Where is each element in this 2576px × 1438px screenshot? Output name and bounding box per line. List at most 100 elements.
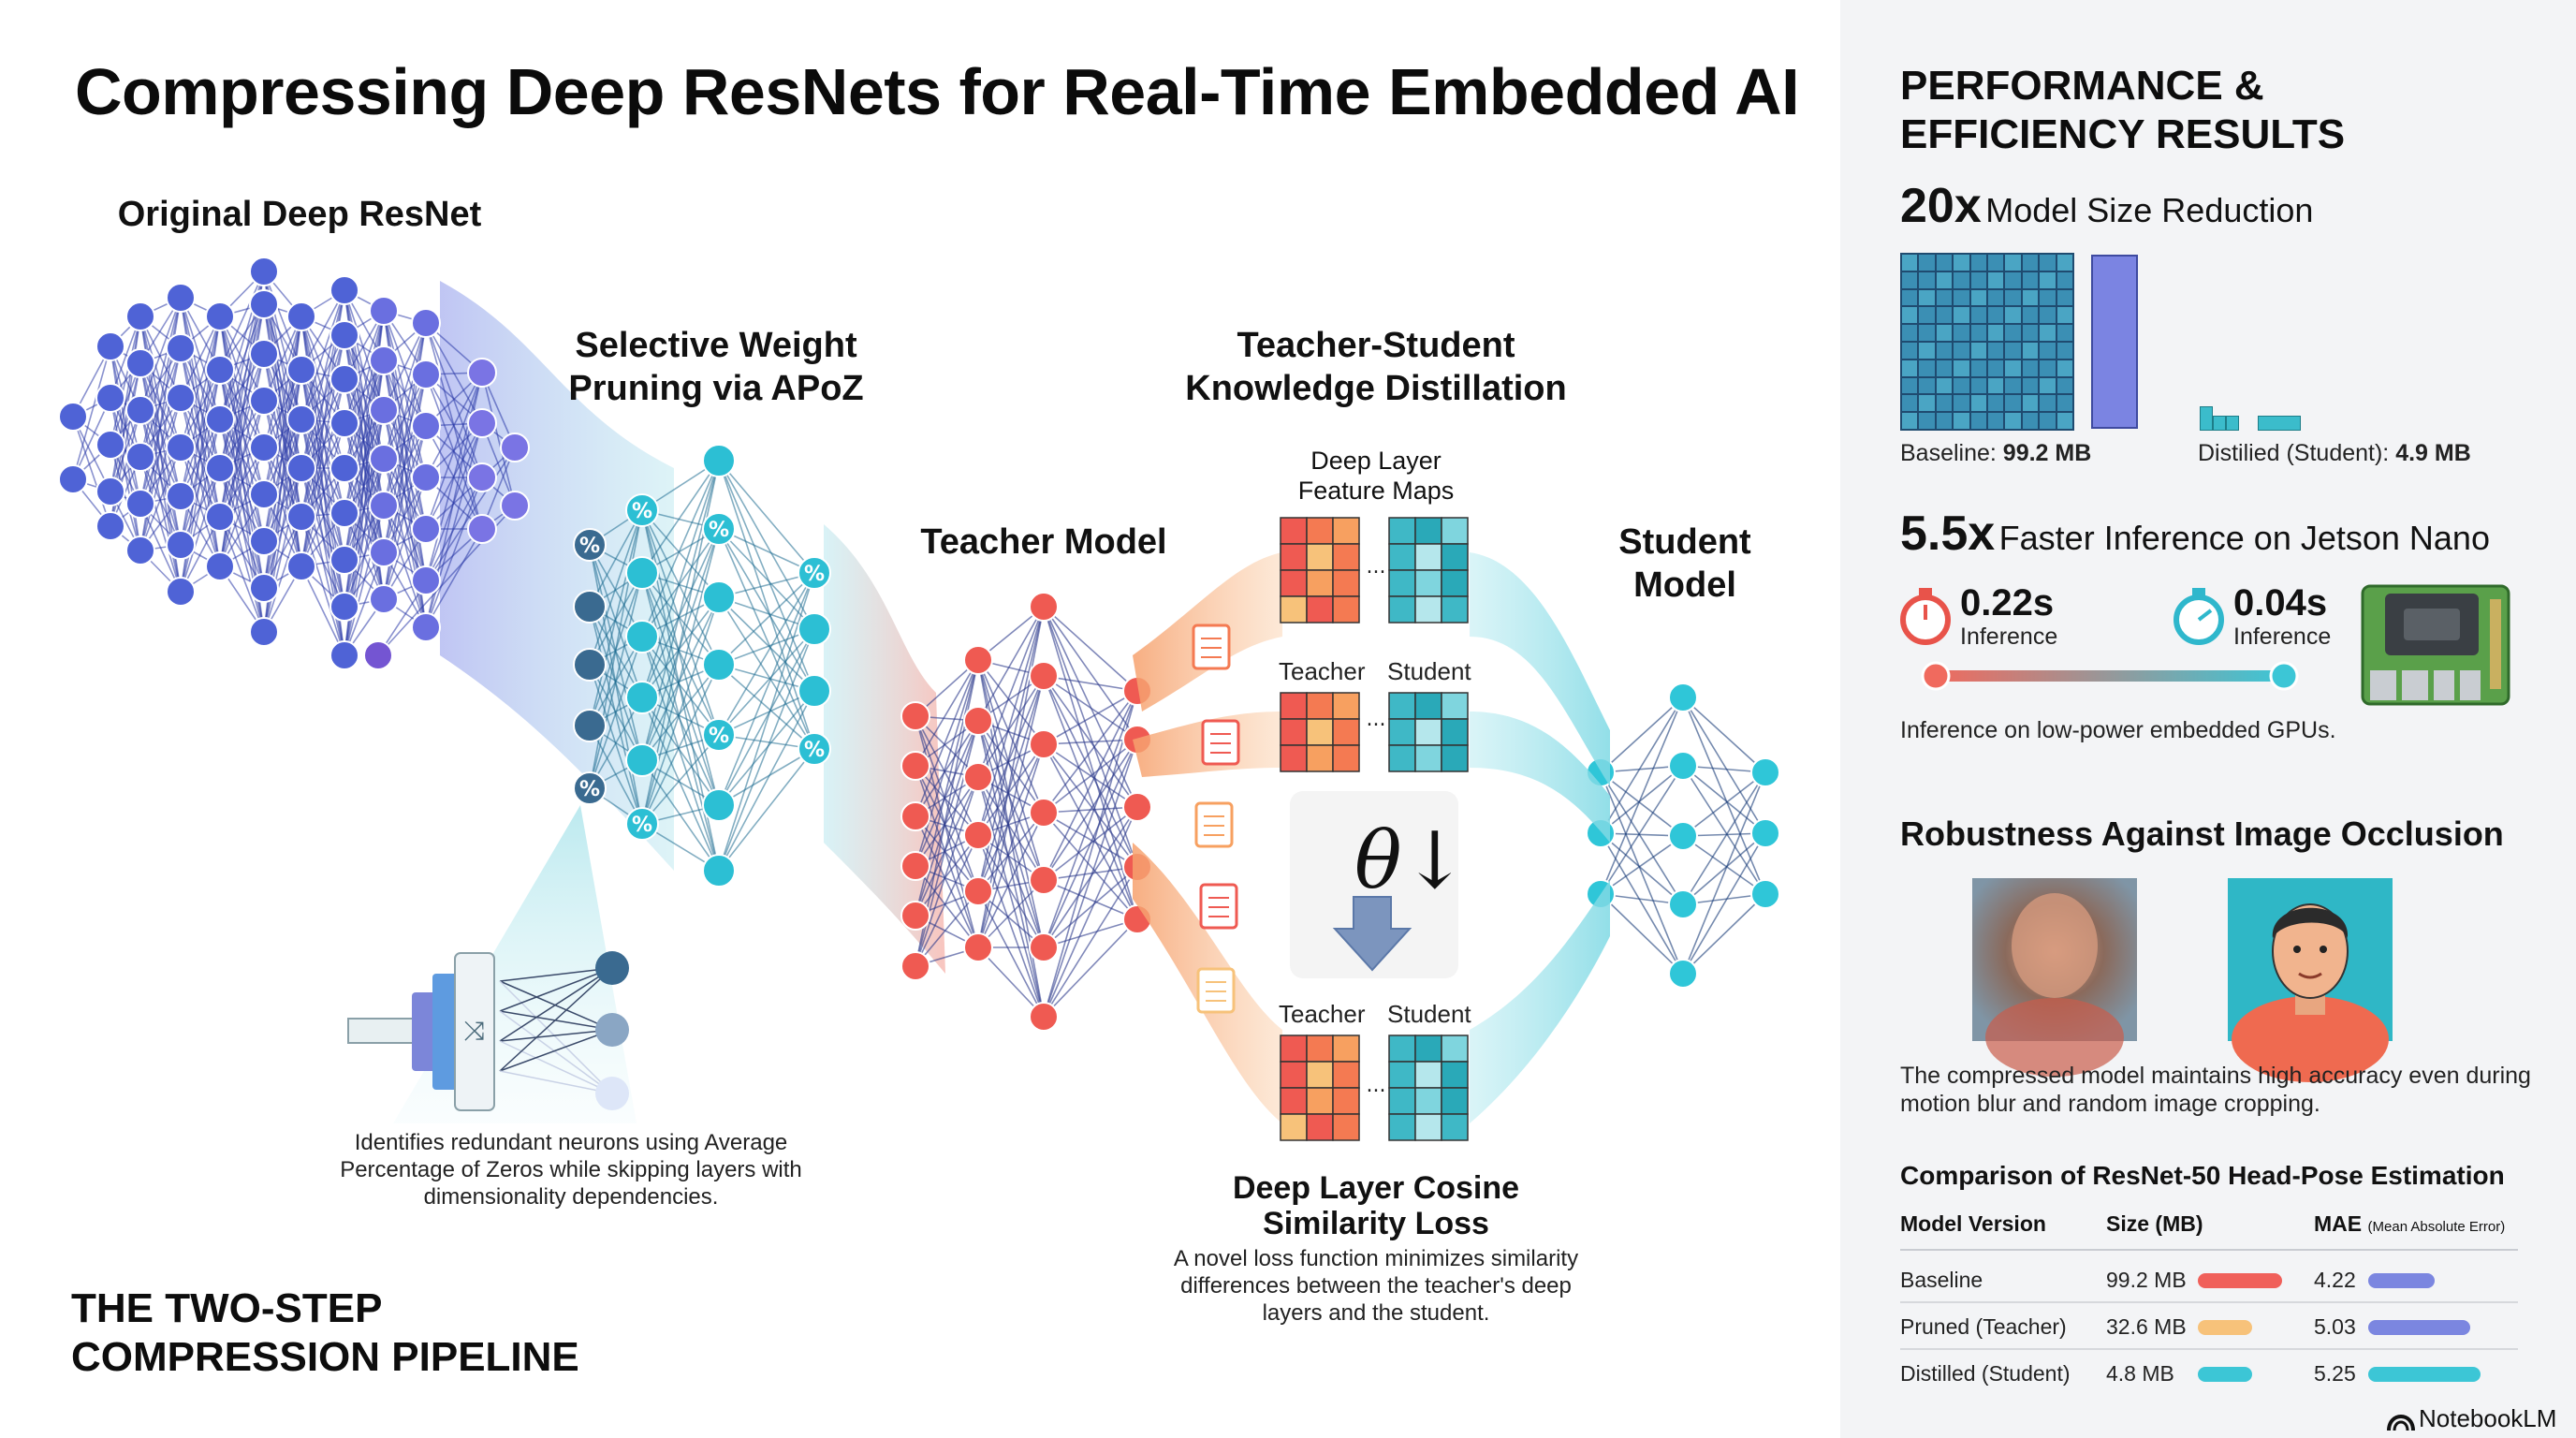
size-grid-cell [2040,342,2056,359]
neuron-node [573,771,607,805]
neuron-node [798,612,831,646]
size-grid-cell [2005,413,2021,429]
neuron-node [1122,792,1152,822]
size-grid-cell [2056,413,2072,429]
document-icon [1199,883,1238,930]
neuron-node [125,301,155,331]
notebooklm-logo-icon [2387,1415,2415,1431]
row-mae-bar [2368,1367,2481,1382]
pruning-detail-icon: ⤨ [347,952,495,1111]
size-grid-cell [2005,289,2021,306]
size-grid-cell [1936,271,1953,288]
teacher-feature-map-1 [1280,517,1360,624]
neuron-node [286,502,316,532]
neuron-node [125,489,155,519]
neuron-node [900,801,930,831]
neuron-node [286,453,316,483]
neuron-node [625,807,659,841]
document-icon [1196,967,1236,1014]
size-grid-cell [1902,413,1918,429]
teacher-tag-1: Teacher [1279,657,1366,685]
size-grid-cell [1936,360,1953,376]
row-mae-bar [2368,1320,2471,1335]
neuron-node [963,706,993,736]
flow-original-to-pruned [440,281,674,871]
student-tag-2: Student [1387,1000,1471,1028]
size-grid-cell [1902,360,1918,376]
speed-heading: 5.5x Faster Inference on Jetson Nano [1900,506,2490,562]
neuron-node [411,514,441,544]
neuron-node [625,681,659,714]
size-grid-cell [2056,377,2072,394]
neuron-node [900,951,930,981]
size-grid-cell [1954,271,1969,288]
size-grid-cell [1970,360,1986,376]
neuron-node [411,308,441,338]
neuron-node [500,433,530,462]
neuron-node [702,648,736,682]
row-mae-bar [2368,1273,2435,1288]
size-grid-cell [2056,342,2072,359]
size-grid-cell [2005,360,2021,376]
size-grid-cell [1987,413,2004,429]
neuron-node [1668,889,1698,919]
robustness-title: Robustness Against Image Occlusion [1900,814,2504,853]
row-size-bar [2198,1273,2282,1288]
neuron-node [900,751,930,781]
neuron-node [369,395,399,425]
neuron-node [249,526,279,556]
neuron-node [58,464,88,494]
pruned-size-bar [2091,255,2138,429]
neuron-node [166,333,196,363]
neuron-node [95,383,125,413]
neuron-node [573,590,607,624]
neuron-node [467,358,497,388]
size-grid-cell [1936,255,1953,271]
size-grid-cell [1954,413,1969,429]
jetson-board-icon [2361,584,2510,706]
slider-end-dot [2269,661,2299,691]
clear-face-image [2228,878,2393,1082]
neuron-node [286,551,316,581]
neuron-node [702,512,736,546]
column-header-size: Size (MB) [2106,1211,2203,1236]
size-grid-cell [1987,289,2004,306]
size-grid-cell [1970,307,1986,324]
neuron-node [1029,729,1059,759]
size-reduction-heading: 20x Model Size Reduction [1900,178,2313,234]
size-grid-cell [1970,395,1986,412]
size-grid-cell [2022,255,2039,271]
neuron-node [369,444,399,474]
size-grid-cell [1902,395,1918,412]
neuron-node [573,528,607,562]
size-grid-cell [1970,377,1986,394]
column-header-mae: MAE (Mean Absolute Error) [2314,1211,2506,1236]
teacher-model-label: Teacher Model [920,522,1167,562]
row-mae: 5.03 [2314,1314,2356,1339]
size-grid-cell [2005,271,2021,288]
size-grid-cell [2040,255,2056,271]
neuron-node [963,820,993,850]
neuron-node [1668,682,1698,712]
size-grid-cell [2040,271,2056,288]
inference-time-after: 0.04s [2233,582,2328,624]
distilled-size-label: Distilied (Student): 4.9 MB [2198,440,2471,466]
feature-map-ellipsis: ... [1367,555,1386,579]
neuron-node [166,530,196,560]
size-grid-cell [2040,377,2056,394]
neuron-node [1029,661,1059,691]
page-title: Compressing Deep ResNets for Real-Time E… [75,55,1800,128]
percent-badge: % [632,814,652,837]
neuron-node [1668,751,1698,781]
size-grid-cell [1987,377,2004,394]
inference-note: Inference on low-power embedded GPUs. [1900,717,2336,743]
size-factor: 20x [1900,179,1982,233]
size-grid-cell [1987,271,2004,288]
size-grid-cell [1954,360,1969,376]
neuron-node [369,345,399,375]
table-title: Comparison of ResNet-50 Head-Pose Estima… [1900,1161,2505,1190]
size-grid-cell [1919,377,1935,394]
neuron-node [166,383,196,413]
